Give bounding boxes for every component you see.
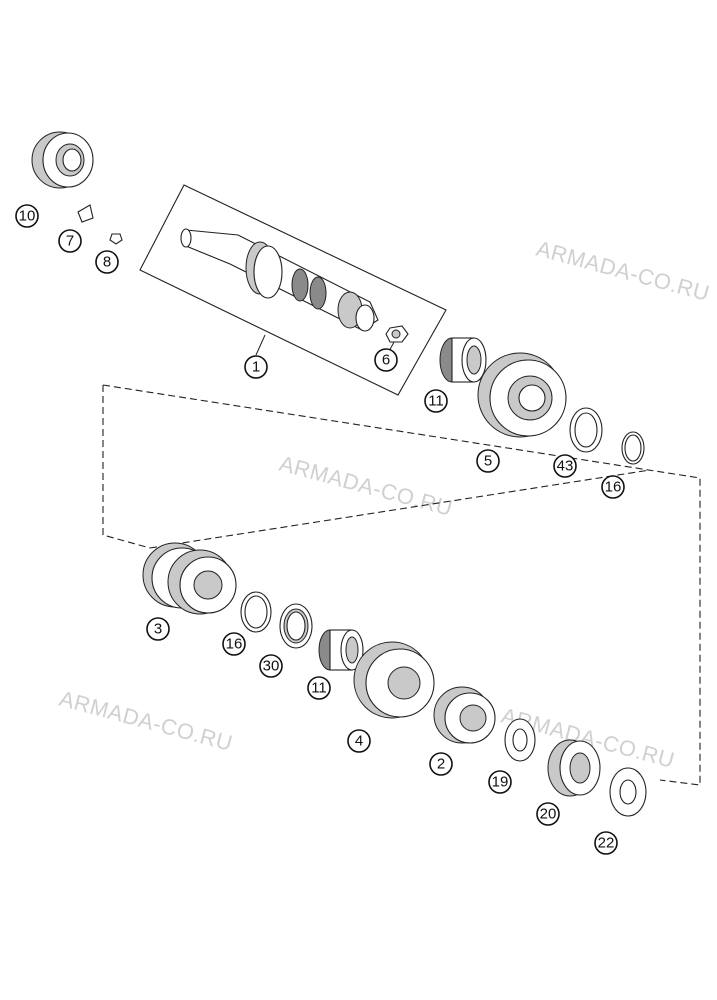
gear-4 (353, 641, 435, 719)
callout-7[interactable]: 7 (58, 229, 82, 253)
needle-bearing-11-bottom (318, 629, 364, 671)
svg-text:11: 11 (428, 393, 444, 410)
watermark: ARMADA-CO.RU (277, 451, 456, 521)
washer-7 (77, 204, 94, 223)
callout-5[interactable]: 5 (476, 449, 500, 473)
svg-text:7: 7 (66, 233, 74, 250)
assembly-outline (149, 469, 651, 549)
callout-3[interactable]: 3 (146, 617, 170, 641)
gear-5 (477, 352, 567, 438)
washer-22 (609, 767, 647, 817)
svg-text:19: 19 (492, 774, 509, 791)
svg-text:4: 4 (355, 733, 363, 750)
shaft-group-box (139, 184, 447, 396)
nut-8 (109, 233, 123, 245)
svg-text:8: 8 (103, 254, 111, 271)
callout-43[interactable]: 43 (553, 454, 577, 478)
svg-text:10: 10 (19, 208, 36, 225)
callout-30[interactable]: 30 (259, 654, 283, 678)
svg-text:11: 11 (311, 680, 327, 697)
washer-19 (504, 718, 536, 762)
callout-16-bottom[interactable]: 16 (222, 632, 246, 656)
callout-10[interactable]: 10 (15, 204, 39, 228)
svg-text:30: 30 (263, 658, 280, 675)
svg-text:43: 43 (557, 458, 574, 475)
svg-text:5: 5 (484, 453, 492, 470)
callout-20[interactable]: 20 (536, 802, 560, 826)
watermark: ARMADA-CO.RU (534, 236, 713, 306)
watermark: ARMADA-CO.RU (57, 686, 236, 756)
thrust-washer-30 (279, 603, 313, 649)
svg-text:1: 1 (252, 359, 260, 376)
main-shaft-1 (180, 228, 379, 332)
double-gear-3 (142, 542, 237, 615)
svg-text:3: 3 (154, 621, 162, 638)
callout-11-top[interactable]: 11 (424, 389, 448, 413)
leader-line (255, 334, 266, 356)
svg-text:6: 6 (382, 352, 390, 369)
callout-16-top[interactable]: 16 (601, 475, 625, 499)
bearing-10 (31, 131, 94, 189)
assembly-outline (102, 384, 701, 786)
bearing-20 (547, 739, 601, 797)
callout-4[interactable]: 4 (347, 729, 371, 753)
ring-43 (569, 407, 603, 453)
callout-2[interactable]: 2 (429, 752, 453, 776)
circlip-16-bottom (240, 591, 272, 633)
callout-19[interactable]: 19 (488, 770, 512, 794)
svg-text:2: 2 (437, 756, 445, 773)
gear-2 (433, 686, 496, 744)
svg-text:20: 20 (540, 806, 557, 823)
svg-text:16: 16 (226, 636, 243, 653)
callout-1[interactable]: 1 (244, 355, 268, 379)
svg-text:16: 16 (605, 479, 622, 496)
assembly-outline (102, 385, 151, 549)
callout-6[interactable]: 6 (374, 348, 398, 372)
svg-text:22: 22 (598, 835, 615, 852)
nut-6 (385, 325, 409, 343)
needle-bearing-11-top (439, 337, 487, 383)
circlip-16-top (621, 431, 645, 465)
callout-11-bottom[interactable]: 11 (307, 676, 331, 700)
callout-22[interactable]: 22 (594, 831, 618, 855)
callout-8[interactable]: 8 (95, 250, 119, 274)
